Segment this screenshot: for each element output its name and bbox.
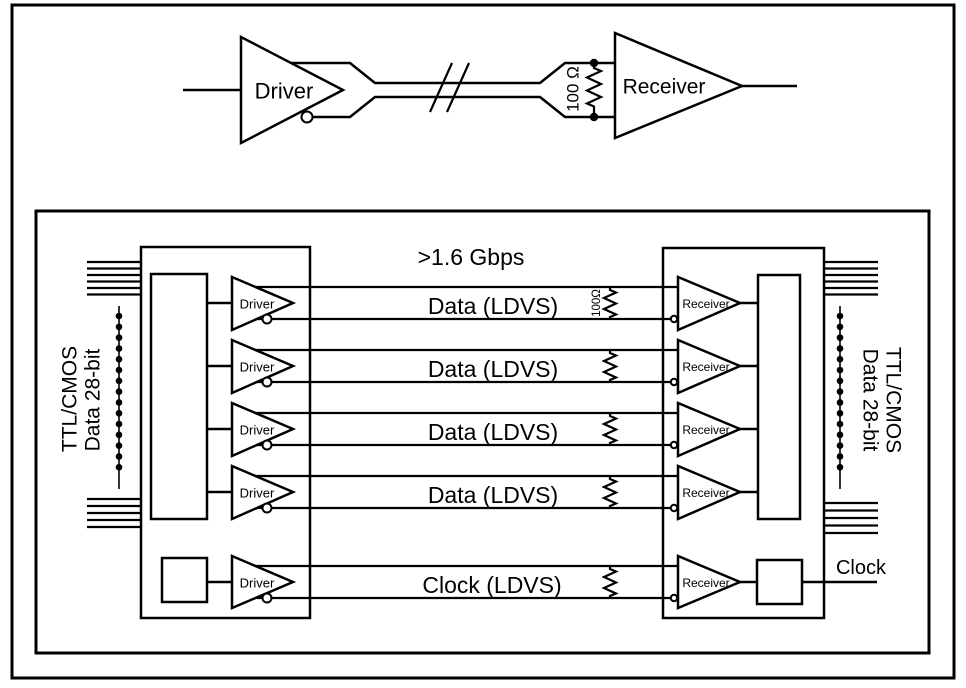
receiver-symbol xyxy=(676,464,744,521)
data-channel-row: Driver Receiver Data (LDVS) xyxy=(207,338,758,395)
driver-invert-bubble xyxy=(261,502,273,514)
termination-resistor xyxy=(584,63,604,117)
receiver-symbol xyxy=(613,31,746,140)
receiver-symbol xyxy=(676,275,744,332)
cable-break-slash-2 xyxy=(445,62,471,113)
right-bus-hatch-bottom xyxy=(824,501,878,535)
driver-label: Driver xyxy=(240,297,275,312)
left-bus-hatch-top xyxy=(87,260,141,296)
bottom-diagram: TTL/CMOS Data 28-bit Data 28-bit TTL/CMO… xyxy=(34,209,931,655)
termination-label: 100 Ω xyxy=(564,66,583,112)
driver-invert-bubble xyxy=(300,110,314,124)
termination-resistor xyxy=(601,350,619,382)
termination-resistor xyxy=(601,287,619,319)
driver-invert-bubble xyxy=(261,376,273,388)
clock-source-block xyxy=(160,556,209,604)
driver-label: Driver xyxy=(240,360,275,375)
channel-label: Data (LDVS) xyxy=(428,293,558,319)
data-channel-row: Driver Receiver Data (LDVS) xyxy=(207,401,758,458)
pair-positive-line xyxy=(291,61,615,85)
receiver-invert-bubble xyxy=(669,503,679,513)
clock-output-label: Clock xyxy=(836,557,887,579)
driver-invert-bubble xyxy=(261,439,273,451)
receiver-symbol xyxy=(676,554,744,610)
receiver-invert-bubble xyxy=(669,377,679,387)
pair-negative-line xyxy=(312,95,615,119)
channel-label: Data (LDVS) xyxy=(428,482,558,508)
bottom-diagram-border xyxy=(34,209,931,655)
channel-label: Data (LDVS) xyxy=(428,419,558,445)
receiver-symbol xyxy=(676,401,744,458)
top-diagram: Driver 100 Ω Receiver xyxy=(183,31,797,146)
clock-sink-block xyxy=(755,558,804,606)
termination-resistor xyxy=(601,566,619,598)
right-bus-label-ttl-cmos: TTL/CMOS xyxy=(882,347,905,453)
data-channel-row: Driver Receiver Data (LDVS) xyxy=(207,464,758,521)
driver-invert-bubble xyxy=(261,592,273,604)
receiver-output-register xyxy=(756,273,802,521)
transmitter-input-register xyxy=(149,272,209,521)
receiver-invert-bubble xyxy=(669,593,679,603)
page-border xyxy=(10,3,956,680)
termination-value-label: 100Ω xyxy=(591,289,603,317)
speed-label: >1.6 Gbps xyxy=(418,244,525,270)
receiver-label: Receiver xyxy=(682,576,729,590)
driver-label: Driver xyxy=(240,486,275,501)
data-channel-row: Driver Receiver Data (LDVS) xyxy=(207,275,758,332)
driver-label: Driver xyxy=(240,576,275,591)
channel-label: Clock (LDVS) xyxy=(422,572,561,598)
right-bus-label-data-28bit: Data 28-bit xyxy=(859,349,882,452)
receiver-symbol xyxy=(676,338,744,395)
receiver-invert-bubble xyxy=(669,314,679,324)
receiver-label: Receiver xyxy=(682,297,729,311)
right-bus-hatch-top xyxy=(824,260,878,296)
left-bus-label-ttl-cmos: TTL/CMOS xyxy=(59,346,82,452)
clock-channel-row: Driver Receiver Clock (LDVS) Clock xyxy=(160,554,887,610)
receiver-label: Receiver xyxy=(682,423,729,437)
left-bus-label-data-28bit: Data 28-bit xyxy=(82,348,105,451)
cable-break-slash-1 xyxy=(428,62,454,113)
termination-node-bottom xyxy=(589,112,599,122)
driver-label: Driver xyxy=(240,423,275,438)
termination-node-top xyxy=(589,58,599,68)
driver-label: Driver xyxy=(255,79,314,104)
receiver-label: Receiver xyxy=(682,486,729,500)
channel-label: Data (LDVS) xyxy=(428,356,558,382)
receiver-invert-bubble xyxy=(669,440,679,450)
receiver-label: Receiver xyxy=(682,360,729,374)
receiver-label: Receiver xyxy=(623,76,706,99)
termination-resistor xyxy=(601,476,619,508)
driver-invert-bubble xyxy=(261,313,273,325)
termination-resistor xyxy=(601,413,619,445)
left-bus-hatch-bottom xyxy=(87,497,141,529)
